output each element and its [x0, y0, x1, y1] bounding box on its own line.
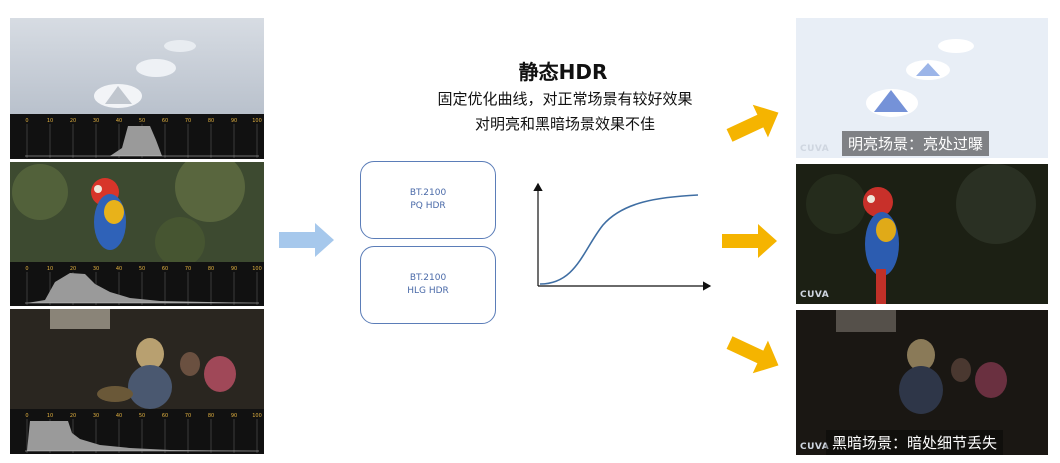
- hist-tick: 20: [70, 413, 76, 419]
- output-arrow-dark: [726, 336, 779, 374]
- hist-tick: 70: [185, 266, 191, 272]
- cuva-logo: CUVA: [800, 144, 830, 154]
- hist-tick: 100: [252, 118, 262, 124]
- hist-tick: 80: [208, 413, 214, 419]
- hist-tick: 40: [116, 413, 122, 419]
- hist-tick: 60: [162, 413, 168, 419]
- hist-tick: 50: [139, 413, 145, 419]
- hist-tick: 100: [252, 413, 262, 419]
- caption-dark: 黑暗场景：暗处细节丢失: [826, 430, 1004, 455]
- hist-tick: 80: [208, 118, 214, 124]
- hist-tick: 90: [231, 266, 237, 272]
- hist-tick: 0: [25, 413, 28, 419]
- hist-tick: 80: [208, 266, 214, 272]
- histogram-dark: 0 10 20 30 40 50 60 70 80 90 100: [10, 409, 264, 454]
- hist-tick: 40: [116, 266, 122, 272]
- output-arrow-normal: [722, 224, 777, 258]
- source-panel-dark: 0 10 20 30 40 50 60 70 80 90 100: [10, 309, 264, 454]
- hist-tick: 20: [70, 118, 76, 124]
- hist-tick: 40: [116, 118, 122, 124]
- tone-curve: [539, 194, 699, 285]
- histogram-bright: 0 10 20 30 40 50 60 70 80 90 100: [10, 114, 264, 159]
- page-title: 静态HDR: [518, 60, 608, 84]
- hist-tick: 0: [25, 266, 28, 272]
- hist-tick: 90: [231, 413, 237, 419]
- hist-tick: 70: [185, 413, 191, 419]
- histogram-normal: 0 10 20 30 40 50 60 70 80 90 100: [10, 262, 264, 306]
- source-panel-bright: 0 10 20 30 40 50 60 70 80 90 100: [10, 18, 264, 159]
- snow-scene-image: [10, 18, 264, 114]
- format-box-hlg: BT.2100 HLG HDR: [360, 246, 496, 324]
- hist-tick: 50: [139, 118, 145, 124]
- input-arrow: [279, 223, 334, 257]
- dark-result-image: [796, 310, 1048, 455]
- hist-tick: 60: [162, 266, 168, 272]
- result-panel-bright: CUVA 明亮场景：亮处过曝: [796, 18, 1048, 158]
- source-panel-normal: 0 10 20 30 40 50 60 70 80 90 100: [10, 162, 264, 306]
- format-type: HLG HDR: [407, 286, 449, 296]
- result-panel-dark: CUVA 黑暗场景：暗处细节丢失: [796, 310, 1048, 455]
- dark-scene-image: [10, 309, 264, 409]
- hist-tick: 10: [47, 413, 53, 419]
- parrot-result-image: [796, 164, 1048, 304]
- hist-tick: 100: [252, 266, 262, 272]
- hist-tick: 50: [139, 266, 145, 272]
- hist-tick: 60: [162, 118, 168, 124]
- output-arrow-bright: [726, 104, 779, 142]
- tone-curve-diagram: [533, 182, 712, 291]
- format-box-pq: BT.2100 PQ HDR: [360, 161, 496, 239]
- hist-tick: 30: [93, 118, 99, 124]
- hist-tick: 10: [47, 266, 53, 272]
- format-standard: BT.2100: [409, 273, 447, 283]
- format-standard: BT.2100: [409, 188, 447, 198]
- caption-bright: 明亮场景：亮处过曝: [842, 131, 990, 156]
- hist-tick: 10: [47, 118, 53, 124]
- result-panel-normal: CUVA: [796, 164, 1048, 304]
- format-type: PQ HDR: [410, 201, 446, 211]
- hist-tick: 90: [231, 118, 237, 124]
- description-line1: 固定优化曲线，对正常场景有较好效果: [437, 90, 693, 108]
- hist-tick: 30: [93, 413, 99, 419]
- hist-tick: 30: [93, 266, 99, 272]
- description-line2: 对明亮和黑暗场景效果不佳: [474, 115, 655, 133]
- hist-tick: 20: [70, 266, 76, 272]
- hist-tick: 0: [25, 118, 28, 124]
- cuva-logo: CUVA: [800, 290, 830, 300]
- cuva-logo: CUVA: [800, 442, 830, 452]
- hist-tick: 70: [185, 118, 191, 124]
- parrot-image: [10, 162, 264, 262]
